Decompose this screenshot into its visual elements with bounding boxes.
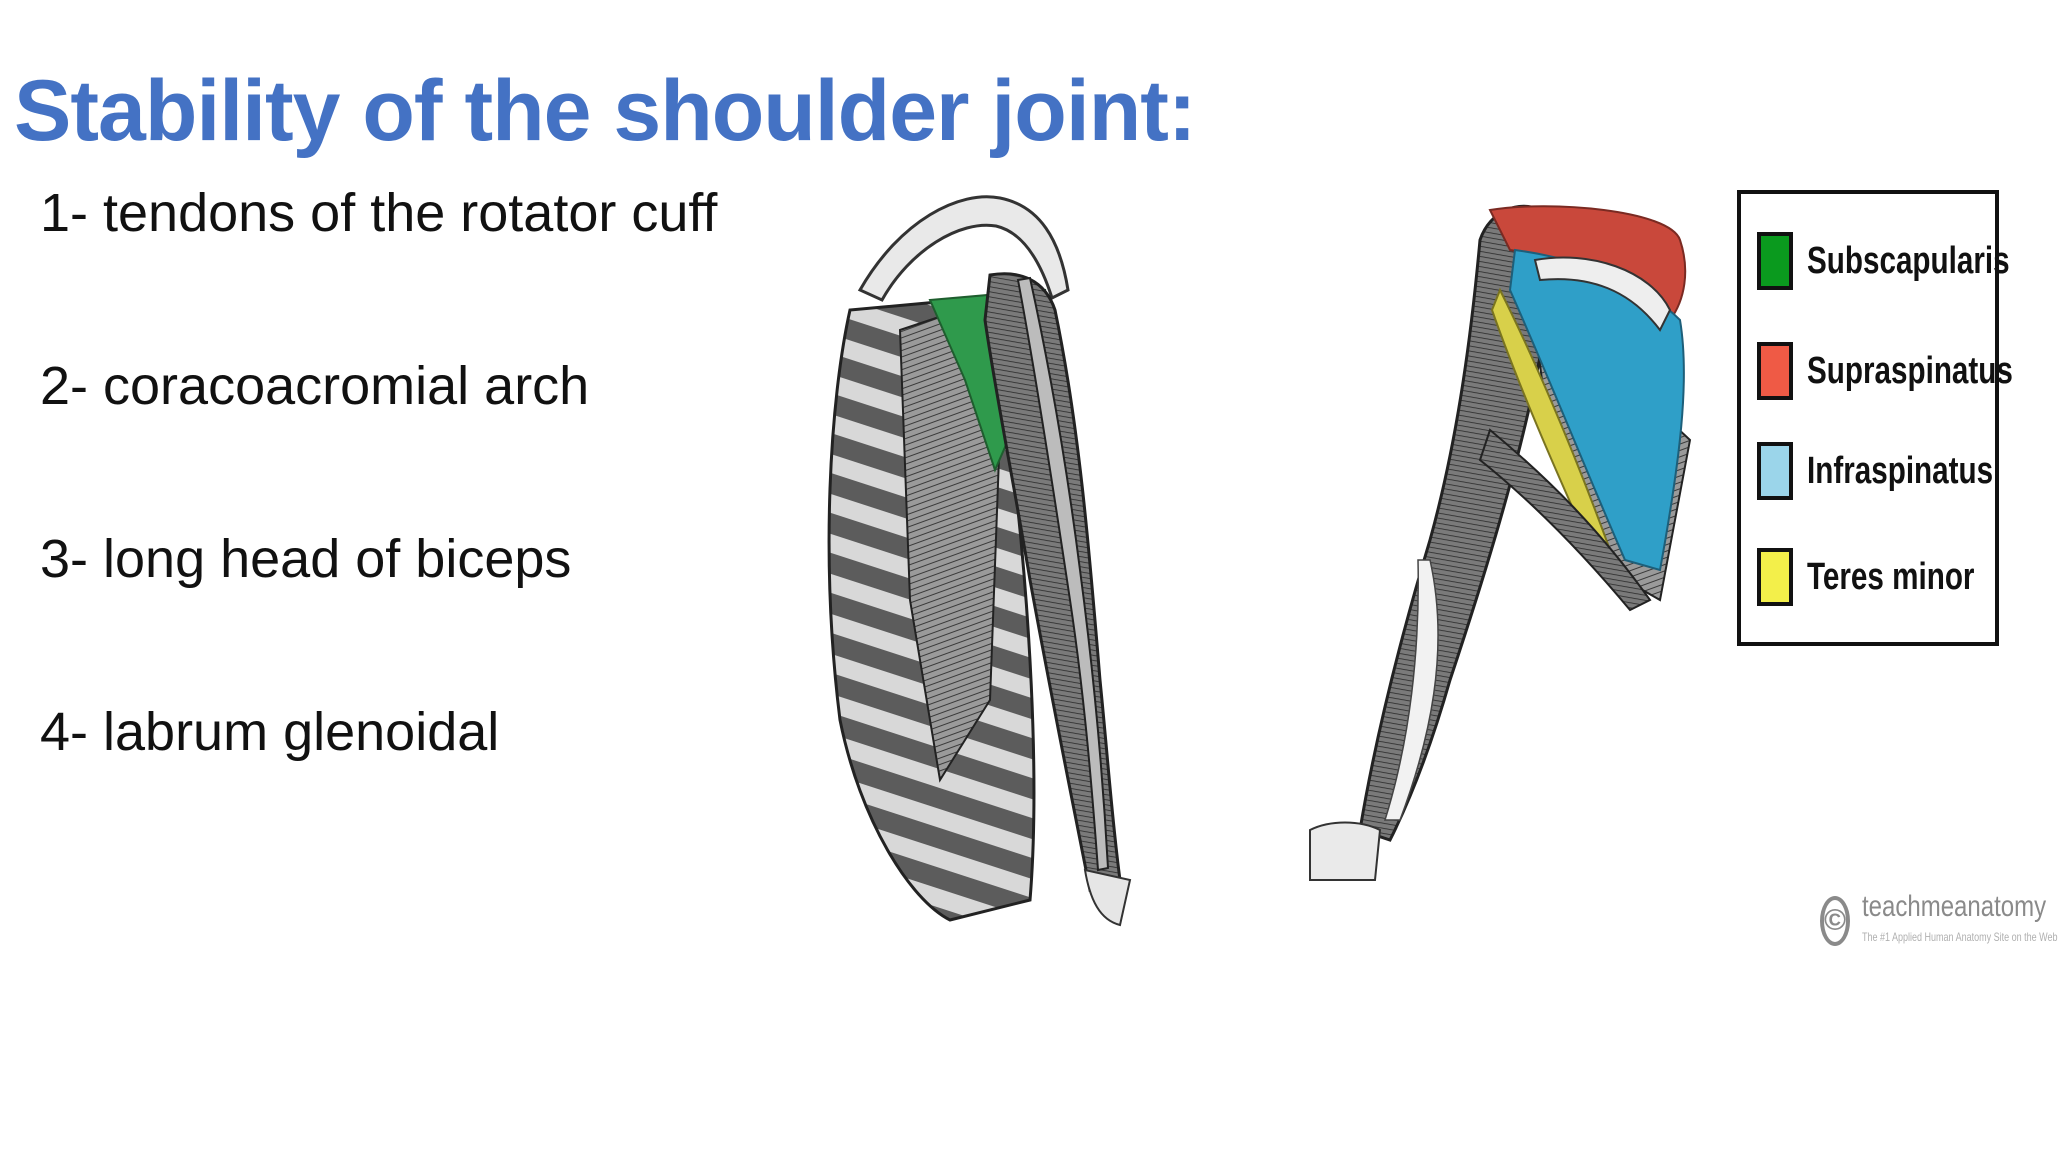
slide-title: Stability of the shoulder joint: — [14, 63, 1197, 159]
legend-swatch — [1757, 232, 1793, 290]
teachmeanatomy-watermark: © teachmeanatomy The #1 Applied Human An… — [1818, 890, 2057, 960]
point-item: 2- coracoacromial arch — [40, 356, 590, 416]
copyright-icon: © — [1820, 896, 1850, 946]
legend-swatch — [1757, 342, 1793, 400]
legend-item: Supraspinatus — [1757, 338, 2071, 404]
legend-item: Teres minor — [1757, 544, 2022, 610]
posterior-view — [1309, 204, 1692, 881]
legend-label: Supraspinatus — [1807, 349, 2013, 392]
legend-swatch — [1757, 442, 1793, 500]
point-item: 4- labrum glenoidal — [40, 702, 500, 762]
legend-label: Subscapularis — [1807, 239, 2010, 282]
stability-points-list: 1- tendons of the rotator cuff 2- coraco… — [40, 178, 717, 870]
watermark-brand: teachmeanatomy — [1862, 890, 2047, 923]
watermark-tagline: The #1 Applied Human Anatomy Site on the… — [1862, 930, 2058, 944]
shoulder-anatomy-illustration — [827, 195, 1692, 927]
legend-item: Subscapularis — [1757, 228, 2067, 294]
point-item: 3- long head of biceps — [40, 529, 572, 589]
legend-swatch — [1757, 548, 1793, 606]
legend-item: Infraspinatus — [1757, 438, 2046, 504]
legend-label: Teres minor — [1807, 555, 1975, 598]
anterior-view — [827, 195, 1132, 927]
legend-label: Infraspinatus — [1807, 449, 1994, 492]
muscle-legend: Subscapularis Supraspinatus Infraspinatu… — [1737, 190, 2013, 646]
point-item: 1- tendons of the rotator cuff — [40, 183, 718, 243]
